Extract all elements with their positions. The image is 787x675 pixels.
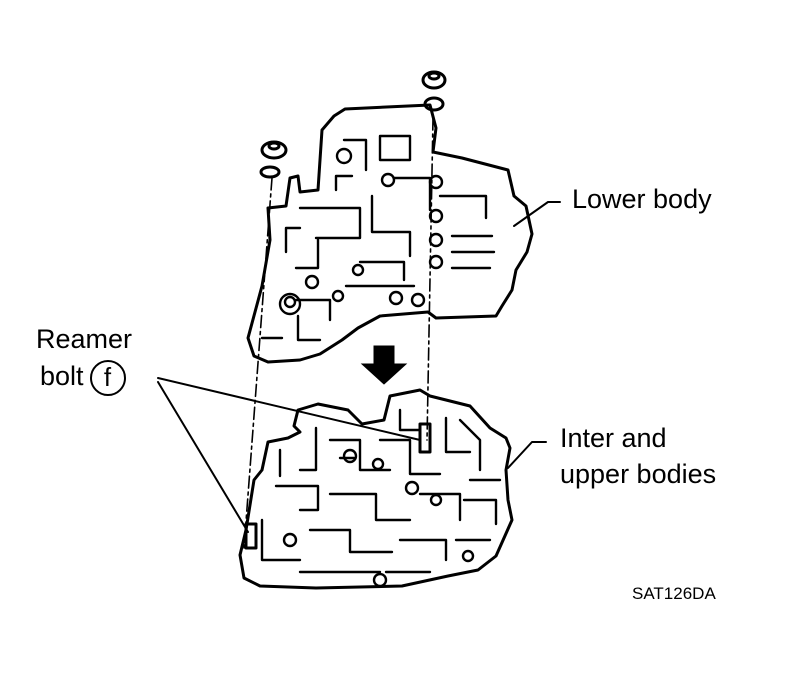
label-lower-body: Lower body	[572, 184, 712, 214]
washer-icon	[259, 165, 281, 179]
leader-reamer-left	[157, 381, 249, 533]
reamer-bolt-left	[244, 522, 258, 550]
label-reamer-line1: Reamer	[36, 324, 133, 354]
down-arrow-icon	[360, 345, 408, 385]
leader-inter-upper	[507, 441, 547, 469]
label-inter-upper-line1: Inter and	[560, 423, 667, 453]
leader-lower-body	[513, 201, 561, 227]
fastener-right	[421, 70, 447, 112]
label-inter-upper-line2: upper bodies	[560, 459, 717, 489]
lower-body-outline	[246, 103, 534, 364]
figure-code: SAT126DA	[632, 584, 716, 603]
alignment-line-right	[426, 117, 434, 441]
alignment-line-left	[243, 177, 273, 549]
washer-icon	[423, 96, 445, 112]
fastener-left	[259, 140, 288, 179]
reamer-bolt-right	[418, 422, 432, 454]
leader-reamer-right	[157, 377, 421, 441]
reamer-bolt-text: bolt	[40, 361, 84, 392]
reamer-symbol-badge: f	[89, 360, 126, 396]
